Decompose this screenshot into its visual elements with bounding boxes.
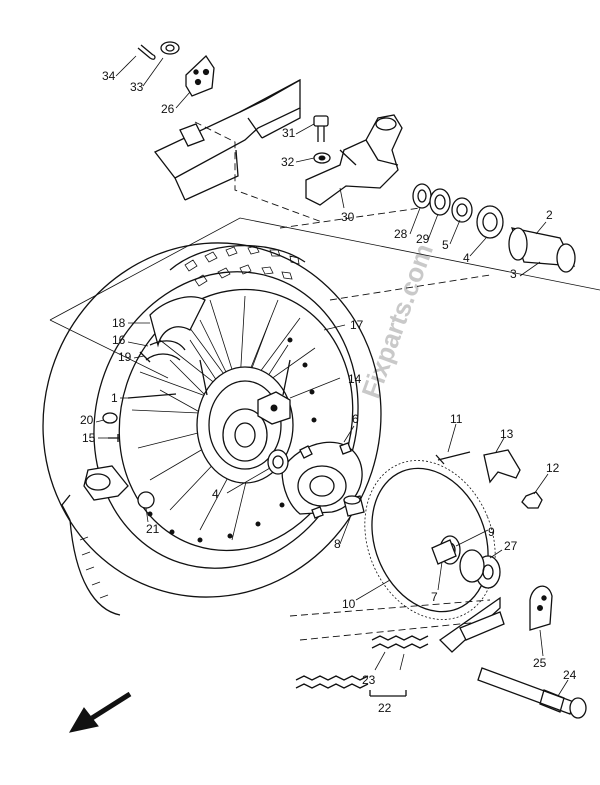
chain-guide-13 bbox=[483, 449, 521, 484]
callout-9: 9 bbox=[488, 525, 495, 539]
callout-26: 26 bbox=[161, 102, 175, 116]
rim-band-18 bbox=[149, 296, 206, 348]
bolt-31 bbox=[313, 115, 329, 142]
collar-8 bbox=[343, 495, 365, 517]
callout-24: 24 bbox=[563, 668, 577, 682]
chain-puller-25 bbox=[529, 585, 553, 631]
callout-18: 18 bbox=[112, 316, 126, 330]
front-direction-arrow-icon bbox=[68, 691, 132, 733]
shoe-plate-14 bbox=[257, 391, 291, 425]
leader-lines bbox=[95, 55, 569, 697]
callout-31: 31 bbox=[282, 126, 296, 140]
callout-1: 1 bbox=[111, 391, 118, 405]
caliper-bracket-30 bbox=[305, 114, 403, 206]
axle-24 bbox=[477, 667, 587, 719]
callout-33: 33 bbox=[130, 80, 144, 94]
callout-4-top: 4 bbox=[463, 251, 470, 265]
driven-sprocket-10 bbox=[364, 460, 496, 620]
callout-7: 7 bbox=[431, 590, 438, 604]
callout-labels: 34 33 26 31 32 30 28 29 5 4 2 3 18 16 19… bbox=[80, 69, 577, 715]
tire-lever-21 bbox=[83, 465, 155, 509]
callout-3: 3 bbox=[510, 267, 517, 281]
callout-4-hub: 4 bbox=[212, 487, 219, 501]
spacer-2 bbox=[508, 227, 576, 273]
callout-16: 16 bbox=[112, 333, 126, 347]
chain-puller-26 bbox=[185, 54, 215, 97]
axle-nut-33 bbox=[160, 41, 180, 55]
callout-22: 22 bbox=[378, 701, 392, 715]
bearing-4-top bbox=[476, 205, 504, 239]
bolt-15 bbox=[108, 434, 120, 442]
callout-14: 14 bbox=[348, 372, 362, 386]
callout-12: 12 bbox=[546, 461, 560, 475]
swingarm-lower bbox=[289, 596, 505, 653]
spacer-7 bbox=[431, 539, 457, 565]
callout-10: 10 bbox=[342, 597, 356, 611]
stud-bolt-11 bbox=[435, 451, 471, 465]
circlip-5 bbox=[451, 197, 473, 223]
callout-27: 27 bbox=[504, 539, 518, 553]
chain-23 bbox=[295, 635, 429, 689]
watermark: Fixparts.com bbox=[355, 240, 439, 402]
callout-6: 6 bbox=[352, 412, 359, 426]
callout-29: 29 bbox=[416, 232, 430, 246]
oil-seal-29 bbox=[429, 188, 451, 216]
cotter-pin bbox=[137, 44, 156, 60]
callout-15: 15 bbox=[82, 431, 96, 445]
callout-34: 34 bbox=[102, 69, 116, 83]
callout-13: 13 bbox=[500, 427, 514, 441]
bracket-22 bbox=[369, 690, 407, 697]
callout-8: 8 bbox=[334, 537, 341, 551]
valve-cap-20 bbox=[102, 412, 118, 424]
callout-30: 30 bbox=[341, 210, 355, 224]
callout-21: 21 bbox=[146, 522, 160, 536]
callout-23: 23 bbox=[362, 673, 376, 687]
washer-32 bbox=[313, 152, 331, 164]
swingarm-end bbox=[153, 78, 323, 223]
lock-nut-12 bbox=[521, 491, 543, 509]
callout-19: 19 bbox=[118, 350, 132, 364]
callout-20: 20 bbox=[80, 413, 94, 427]
nipple-19 bbox=[139, 351, 151, 363]
spoke-set-1 bbox=[127, 393, 177, 399]
bearing-4-hub bbox=[267, 449, 289, 475]
collar-27 bbox=[459, 549, 501, 589]
callout-25: 25 bbox=[533, 656, 547, 670]
tube-16 bbox=[145, 340, 186, 361]
callout-5: 5 bbox=[442, 238, 449, 252]
callout-28: 28 bbox=[394, 227, 408, 241]
callout-2: 2 bbox=[546, 208, 553, 222]
sprocket-hub-6 bbox=[281, 441, 363, 519]
callout-32: 32 bbox=[281, 155, 295, 169]
callout-17: 17 bbox=[350, 318, 364, 332]
spokes bbox=[131, 295, 316, 541]
wheel-collar-28 bbox=[412, 183, 432, 209]
callout-11: 11 bbox=[450, 412, 463, 426]
